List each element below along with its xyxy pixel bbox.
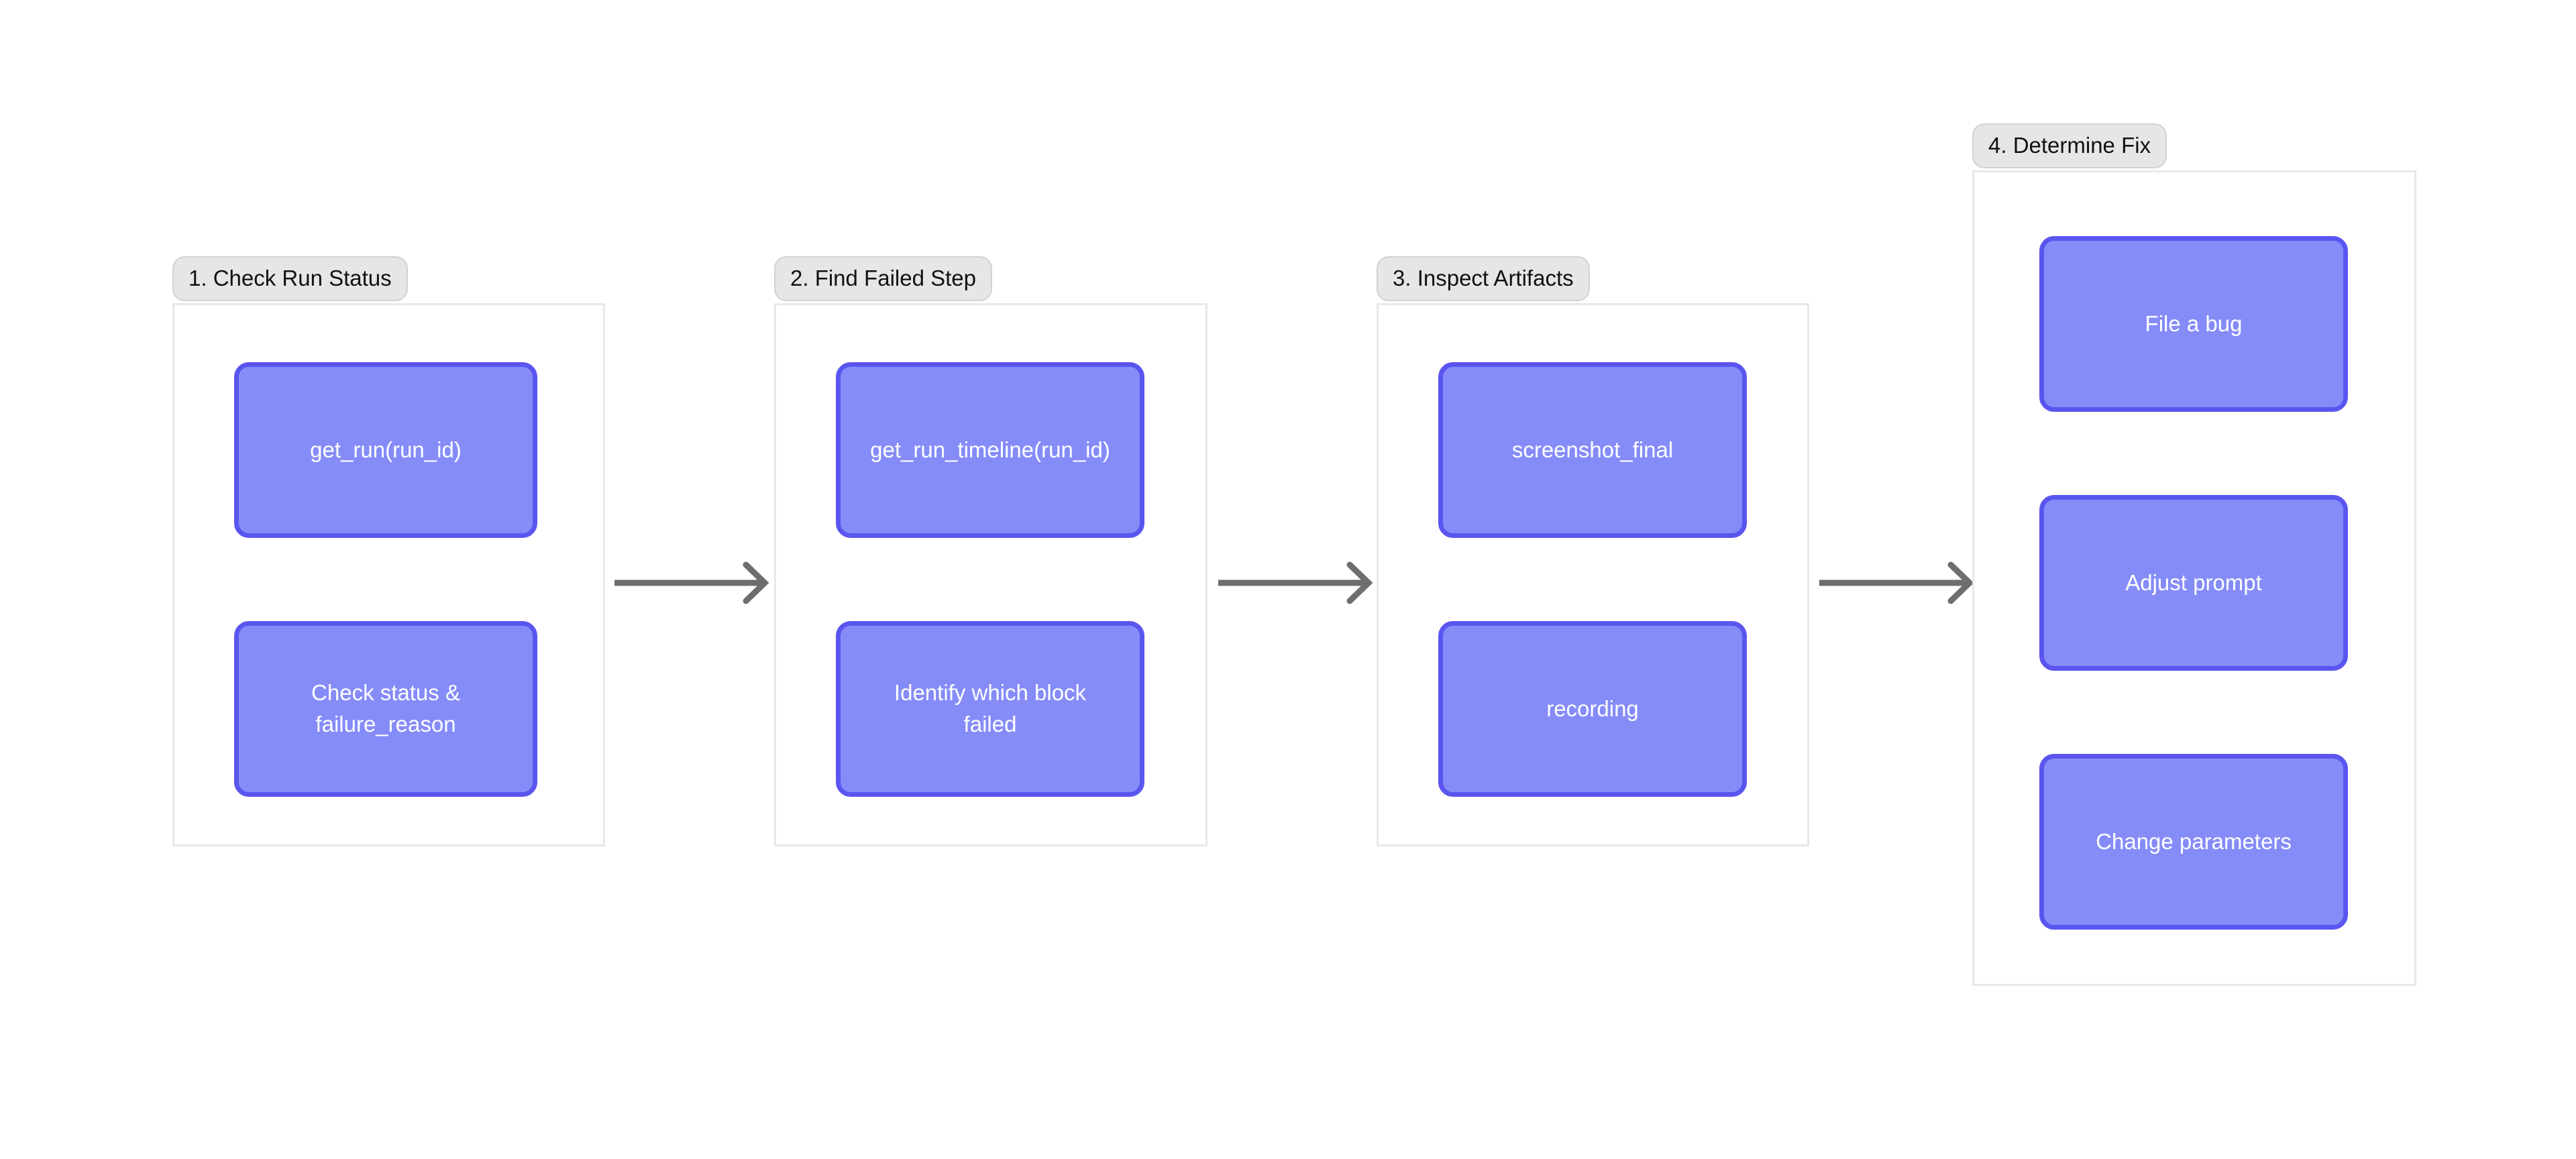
node-file-a-bug[interactable]: File a bug (2039, 236, 2348, 412)
node-label: get_run(run_id) (310, 437, 462, 462)
arrow-group2-to-group3 (1216, 561, 1377, 604)
node-change-parameters[interactable]: Change parameters (2039, 754, 2348, 930)
group-label-determine-fix: 4. Determine Fix (1972, 123, 2167, 168)
node-screenshot-final[interactable]: screenshot_final (1438, 362, 1747, 538)
group-determine-fix: 4. Determine Fix File a bug Adjust promp… (1972, 123, 2416, 989)
node-get-run-timeline[interactable]: get_run_timeline(run_id) (836, 362, 1144, 538)
node-label: Check status & failure_reason (311, 680, 460, 736)
node-label: screenshot_final (1511, 437, 1674, 462)
group-label-check-run-status: 1. Check Run Status (172, 256, 408, 301)
node-get-run[interactable]: get_run(run_id) (234, 362, 537, 538)
node-adjust-prompt[interactable]: Adjust prompt (2039, 495, 2348, 671)
arrow-group1-to-group2 (612, 561, 773, 604)
node-label: Adjust prompt (2125, 569, 2262, 595)
node-recording[interactable]: recording (1438, 621, 1747, 797)
node-label: get_run_timeline(run_id) (870, 437, 1110, 462)
group-label-find-failed-step: 2. Find Failed Step (774, 256, 992, 301)
node-check-status[interactable]: Check status & failure_reason (234, 621, 537, 797)
node-label: Change parameters (2096, 828, 2292, 854)
group-inspect-artifacts: 3. Inspect Artifacts screenshot_final re… (1377, 256, 1809, 860)
node-label: File a bug (2145, 311, 2243, 336)
node-label: Identify which block failed (894, 680, 1087, 736)
group-label-inspect-artifacts: 3. Inspect Artifacts (1377, 256, 1590, 301)
group-find-failed-step: 2. Find Failed Step get_run_timeline(run… (774, 256, 1208, 860)
node-label: recording (1546, 696, 1639, 721)
group-check-run-status: 1. Check Run Status get_run(run_id) Chec… (172, 256, 605, 860)
node-identify-which-block-failed[interactable]: Identify which block failed (836, 621, 1144, 797)
arrow-group3-to-group4 (1817, 561, 1978, 604)
